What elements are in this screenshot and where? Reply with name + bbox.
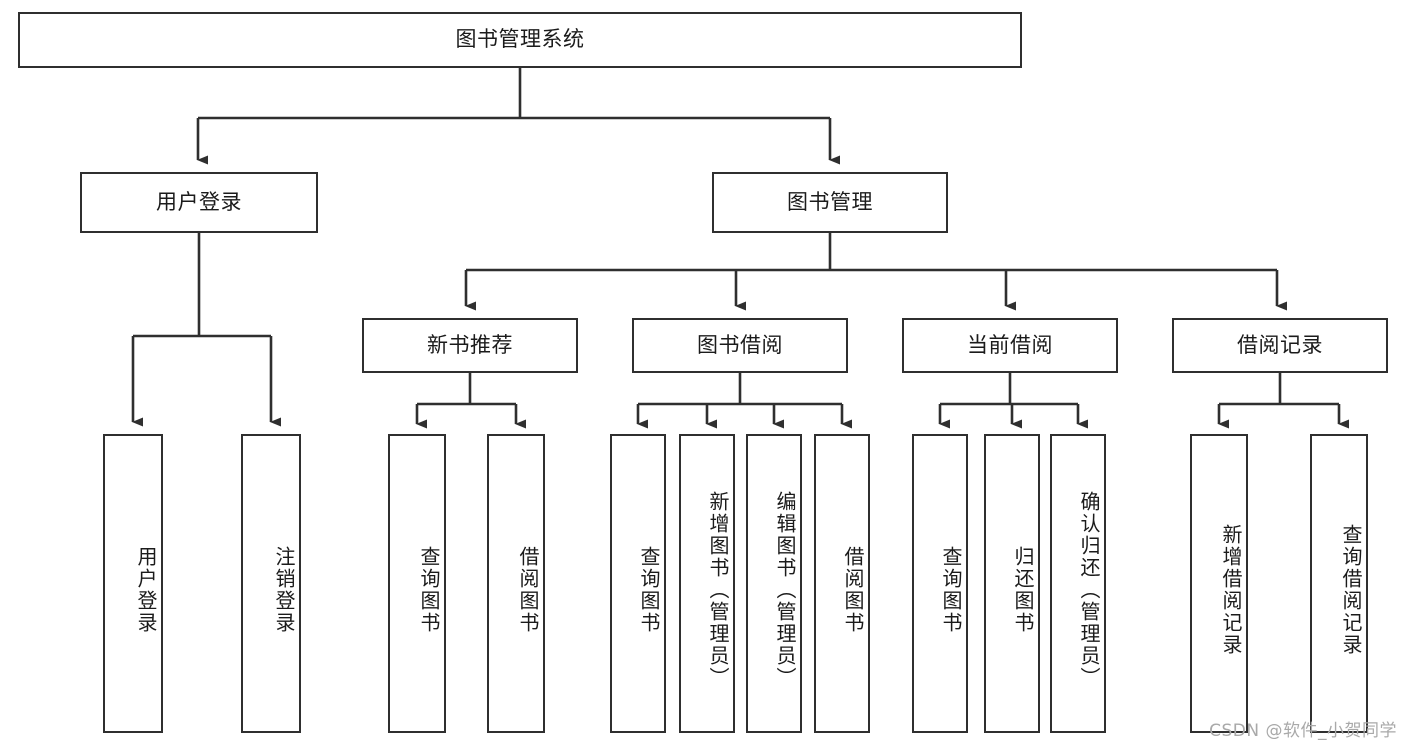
node-leaf-user-logout[interactable]: 注销登录	[241, 434, 301, 733]
node-leaf-borrow-book-1-label: 借阅图书	[516, 545, 540, 634]
node-leaf-query-book-3-label: 查询图书	[939, 545, 963, 634]
node-leaf-borrow-book-2-label: 借阅图书	[841, 545, 865, 634]
node-leaf-user-login-label: 用户登录	[134, 545, 158, 634]
node-leaf-query-book-1[interactable]: 查询图书	[388, 434, 446, 733]
node-leaf-borrow-book-1[interactable]: 借阅图书	[487, 434, 545, 733]
node-leaf-add-book-label: 新增图书（管理员）	[706, 490, 730, 689]
node-leaf-query-book-2-label: 查询图书	[637, 545, 661, 634]
node-leaf-edit-book-label: 编辑图书（管理员）	[773, 490, 797, 689]
node-current-borrow-label: 当前借阅	[967, 332, 1053, 357]
node-new-book-recommend[interactable]: 新书推荐	[362, 318, 578, 373]
node-current-borrow[interactable]: 当前借阅	[902, 318, 1118, 373]
node-borrow-record-label: 借阅记录	[1237, 332, 1323, 357]
node-new-book-recommend-label: 新书推荐	[427, 332, 513, 357]
node-leaf-user-login[interactable]: 用户登录	[103, 434, 163, 733]
node-leaf-return-book-label: 归还图书	[1011, 545, 1035, 634]
node-borrow-record[interactable]: 借阅记录	[1172, 318, 1388, 373]
node-leaf-query-record-label: 查询借阅记录	[1339, 523, 1363, 656]
node-book-borrow[interactable]: 图书借阅	[632, 318, 848, 373]
node-leaf-add-record-label: 新增借阅记录	[1219, 523, 1243, 656]
node-leaf-add-record[interactable]: 新增借阅记录	[1190, 434, 1248, 733]
node-leaf-return-book[interactable]: 归还图书	[984, 434, 1040, 733]
node-leaf-confirm-return-label: 确认归还（管理员）	[1077, 490, 1101, 689]
node-book-manage[interactable]: 图书管理	[712, 172, 948, 233]
node-leaf-borrow-book-2[interactable]: 借阅图书	[814, 434, 870, 733]
node-root[interactable]: 图书管理系统	[18, 12, 1022, 68]
node-leaf-add-book[interactable]: 新增图书（管理员）	[679, 434, 735, 733]
node-leaf-edit-book[interactable]: 编辑图书（管理员）	[746, 434, 802, 733]
node-leaf-query-book-3[interactable]: 查询图书	[912, 434, 968, 733]
node-leaf-user-logout-label: 注销登录	[272, 545, 296, 634]
node-leaf-query-record[interactable]: 查询借阅记录	[1310, 434, 1368, 733]
node-user-login-label: 用户登录	[156, 189, 242, 214]
node-leaf-query-book-2[interactable]: 查询图书	[610, 434, 666, 733]
node-leaf-confirm-return[interactable]: 确认归还（管理员）	[1050, 434, 1106, 733]
watermark: CSDN @软件_小贺同学	[1209, 721, 1397, 741]
node-user-login[interactable]: 用户登录	[80, 172, 318, 233]
node-book-borrow-label: 图书借阅	[697, 332, 783, 357]
node-leaf-query-book-1-label: 查询图书	[417, 545, 441, 634]
node-book-manage-label: 图书管理	[787, 189, 873, 214]
node-root-label: 图书管理系统	[455, 27, 585, 52]
